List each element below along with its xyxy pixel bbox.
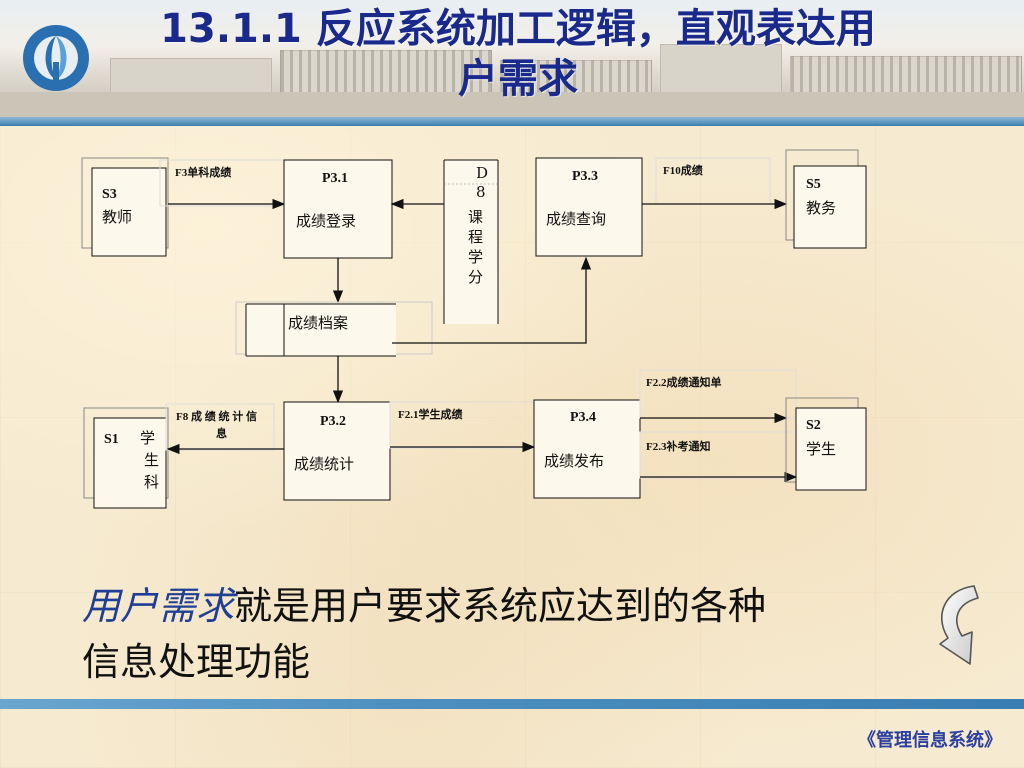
process-p32: P3.2 成绩统计	[283, 401, 391, 501]
entity-s2-id: S2	[806, 418, 821, 433]
datastore-d8-name-1: 课	[468, 208, 483, 226]
process-p32-id: P3.2	[320, 414, 346, 429]
process-p31-id: P3.1	[322, 171, 348, 186]
datastore-d8-name-4: 分	[468, 268, 483, 286]
entity-s3-name: 教师	[102, 208, 132, 226]
process-p34: P3.4 成绩发布	[533, 399, 641, 499]
datastore-d8-name-3: 学	[468, 248, 483, 266]
definition-caption: 用户需求就是用户要求系统应达到的各种 信息处理功能	[82, 578, 922, 690]
flow-f3-label: F3单科成绩	[175, 165, 231, 179]
course-title: 《管理信息系统》	[858, 730, 1002, 751]
entity-s2-name: 学生	[806, 440, 836, 458]
header-banner	[0, 0, 1024, 117]
title-line-2: 户需求	[458, 56, 578, 102]
entity-s1-id: S1	[104, 432, 119, 447]
flow-f22: F2.2成绩通知单	[639, 369, 797, 424]
flow-f22-label: F2.2成绩通知单	[646, 375, 721, 389]
entity-s5-id: S5	[806, 177, 821, 192]
flow-f8: F8 成 绩 统 计 信 息	[165, 403, 284, 455]
entity-s1-name-2: 生	[144, 451, 159, 469]
entity-s3-id: S3	[102, 187, 117, 202]
datastore-d8-id-2: 8	[476, 183, 486, 201]
datastore-archive: 成绩档案	[235, 301, 433, 357]
entity-s1-name-3: 科	[144, 473, 159, 491]
entity-s2-student: S2 学生	[785, 397, 867, 491]
title-line-1: 13.1.1 反应系统加工逻辑，直观表达用	[160, 6, 876, 52]
process-p33: P3.3 成绩查询	[535, 157, 643, 257]
page-title: 13.1.1 反应系统加工逻辑，直观表达用 户需求	[80, 4, 956, 104]
datastore-d8: D 8 课 程 学 分	[443, 159, 499, 324]
header-divider	[0, 117, 1024, 126]
process-p34-id: P3.4	[570, 410, 596, 425]
entity-s1-name-1: 学	[140, 429, 155, 447]
return-arrow-icon[interactable]	[930, 582, 992, 668]
university-logo-icon	[23, 25, 89, 91]
entity-s1-student-office: S1 学 生 科	[83, 407, 169, 509]
datastore-d8-id-1: D	[476, 164, 488, 182]
flow-f8-label-1: F8 成 绩 统 计 信	[176, 409, 257, 423]
datastore-d8-name-2: 程	[468, 228, 483, 246]
flow-f23: F2.3补考通知	[639, 431, 798, 483]
process-p32-name: 成绩统计	[294, 455, 354, 473]
process-p31-name: 成绩登录	[296, 212, 356, 230]
caption-line-1: 用户需求就是用户要求系统应达到的各种	[82, 578, 922, 634]
datastore-archive-name: 成绩档案	[288, 314, 348, 332]
caption-line-1-rest: 就是用户要求系统应达到的各种	[234, 584, 767, 628]
flow-f10-label: F10成绩	[663, 163, 703, 177]
process-p33-id: P3.3	[572, 169, 598, 184]
entity-s5-academic-affairs: S5 教务	[785, 149, 867, 249]
flow-f10: F10成绩	[642, 157, 788, 210]
process-p34-name: 成绩发布	[544, 452, 604, 470]
flow-f8-label-2: 息	[216, 426, 227, 440]
caption-highlight-term: 用户需求	[82, 584, 235, 628]
process-p33-name: 成绩查询	[546, 210, 606, 228]
flow-archive-to-p33	[392, 256, 592, 344]
caption-line-2: 信息处理功能	[82, 640, 311, 684]
footer-divider	[0, 699, 1024, 709]
flow-f23-label: F2.3补考通知	[646, 439, 710, 453]
process-p31: P3.1 成绩登录	[283, 159, 393, 259]
entity-s3-teacher: S3 教师	[81, 157, 169, 257]
flow-f21-label: F2.1学生成绩	[398, 407, 462, 421]
flow-f3: F3单科成绩	[159, 159, 286, 210]
entity-s5-name: 教务	[806, 199, 836, 217]
flow-f21: F2.1学生成绩	[389, 401, 537, 453]
